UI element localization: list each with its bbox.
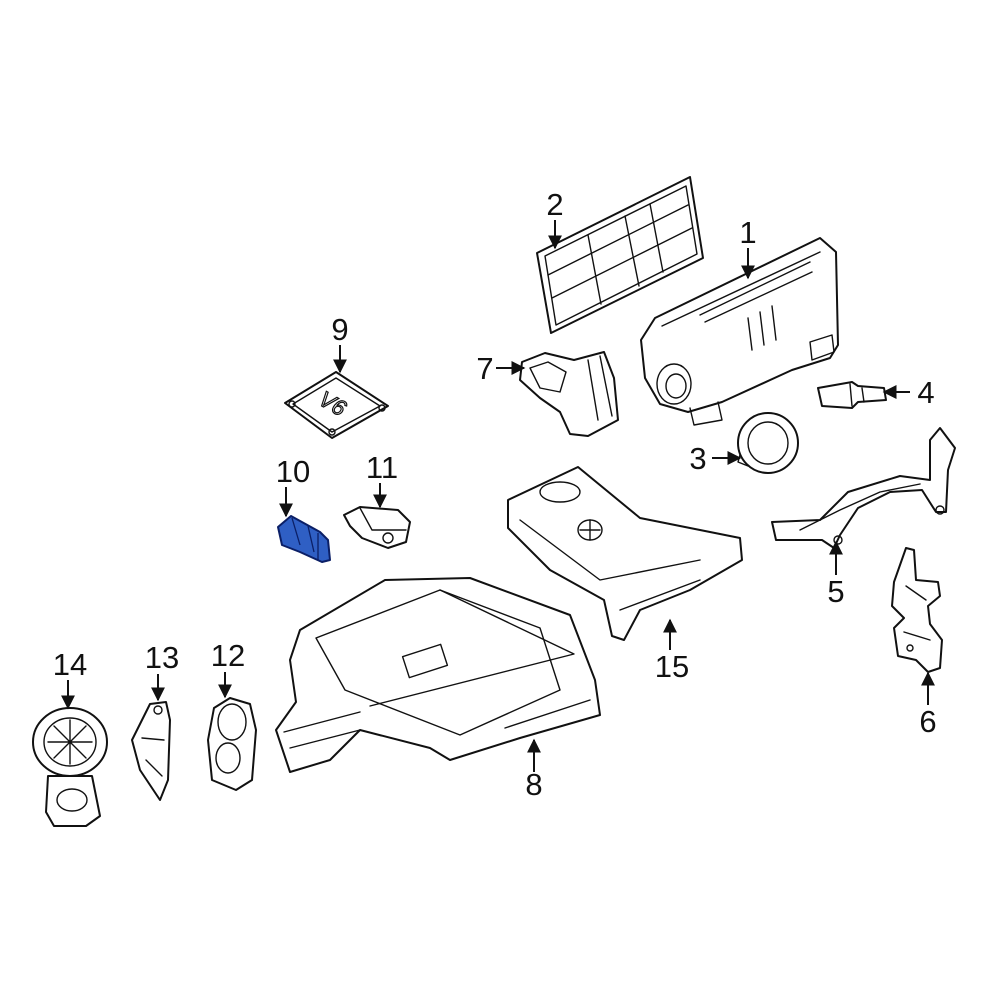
part-10-highlighted-sensor[interactable] bbox=[277, 515, 331, 563]
callout-8: 8 bbox=[525, 767, 542, 802]
part-6-mount-bracket[interactable] bbox=[891, 547, 943, 673]
part-4-sensor[interactable] bbox=[817, 381, 887, 409]
callout-3: 3 bbox=[689, 441, 706, 476]
callout-9: 9 bbox=[331, 312, 348, 347]
part-3-intake-ring[interactable] bbox=[737, 412, 799, 474]
callout-15: 15 bbox=[655, 649, 689, 684]
callout-4: 4 bbox=[917, 375, 934, 410]
part-13-bracket[interactable] bbox=[131, 701, 171, 801]
part-14-throttle-assembly[interactable] bbox=[32, 707, 108, 827]
callout-14: 14 bbox=[53, 647, 87, 682]
callout-labels: 1 2 3 4 5 6 7 8 9 10 11 12 13 14 15 bbox=[53, 187, 937, 802]
callout-1: 1 bbox=[739, 215, 756, 250]
part-11-valve[interactable] bbox=[343, 506, 411, 549]
part-15-air-guide[interactable] bbox=[507, 466, 743, 641]
callout-leaders bbox=[61, 220, 935, 772]
callout-5: 5 bbox=[827, 574, 844, 609]
part-2-air-filter[interactable] bbox=[536, 176, 704, 334]
part-7-intake-duct[interactable] bbox=[519, 351, 619, 437]
callout-2: 2 bbox=[546, 187, 563, 222]
part-1-air-cleaner-housing[interactable] bbox=[640, 237, 839, 426]
callout-11: 11 bbox=[366, 450, 398, 485]
callout-7: 7 bbox=[476, 351, 493, 386]
part-5-bracket[interactable] bbox=[771, 427, 956, 549]
part-9-cover-plate[interactable]: V6 bbox=[284, 371, 389, 439]
callout-12: 12 bbox=[211, 638, 245, 673]
callout-6: 6 bbox=[919, 704, 936, 739]
callout-13: 13 bbox=[145, 640, 179, 675]
part-12-throttle-body[interactable] bbox=[207, 697, 257, 791]
part-8-intake-manifold[interactable] bbox=[275, 577, 601, 773]
callout-10: 10 bbox=[276, 454, 310, 489]
